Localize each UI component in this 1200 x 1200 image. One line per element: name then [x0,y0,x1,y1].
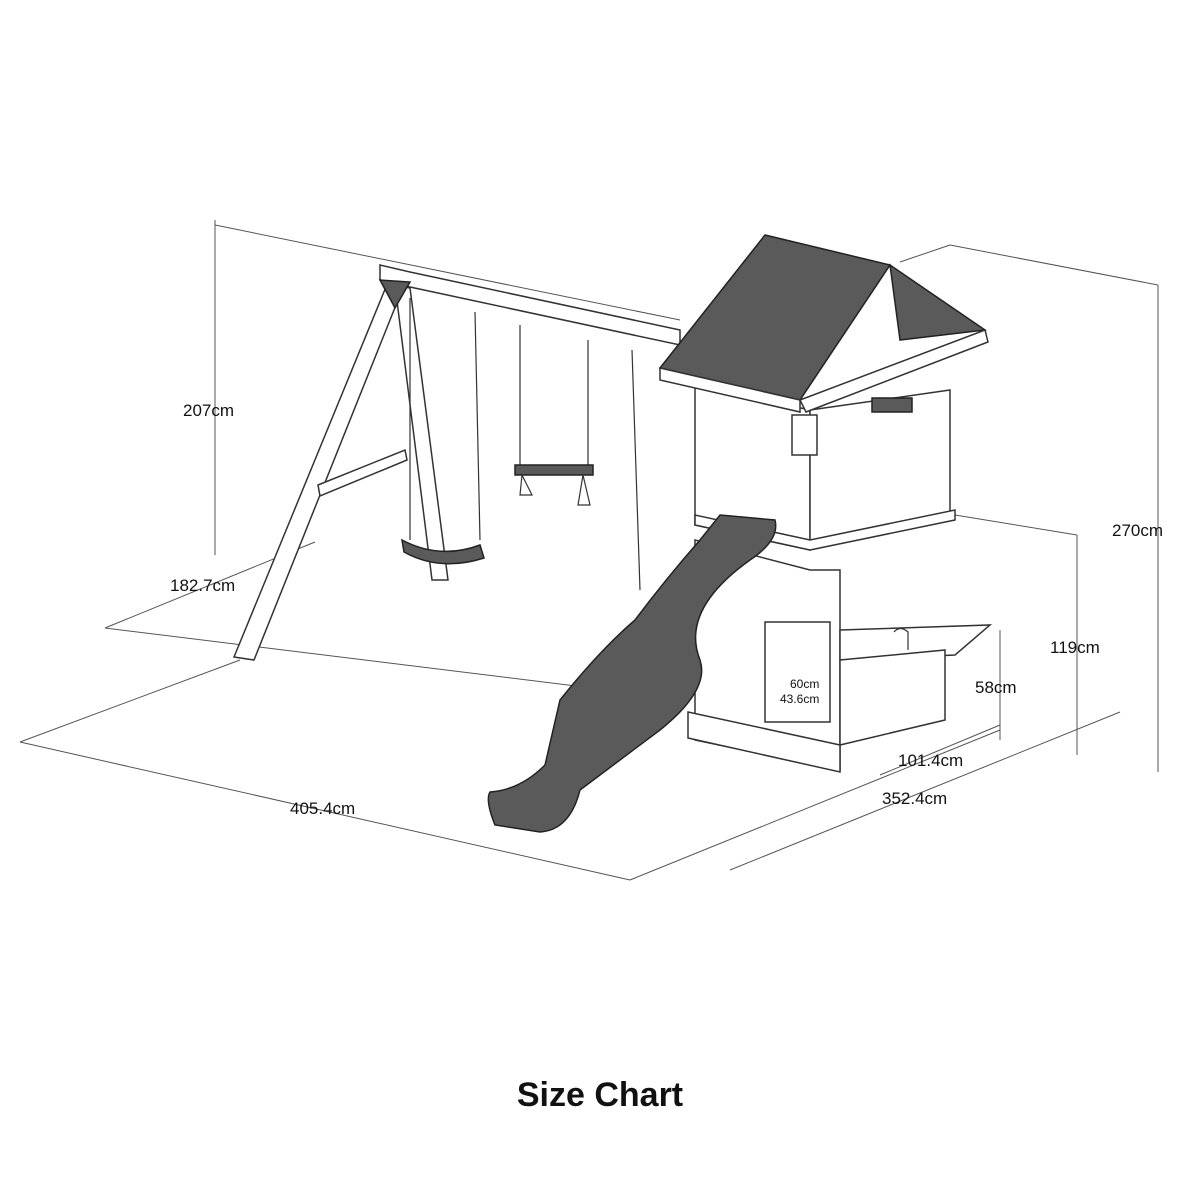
door-width-label: 43.6cm [780,692,819,706]
slide [487,514,777,833]
total-width-label: 352.4cm [882,789,947,808]
counter-height-label: 58cm [975,678,1017,697]
dimension-lines [19,220,1159,881]
page-title: Size Chart [516,1076,684,1114]
kitchen-width-label: 101.4cm [898,751,963,770]
swings [401,298,641,591]
door-height-label: 60cm [790,677,819,691]
swing-depth-label: 182.7cm [170,576,235,595]
tower [687,384,993,773]
swing-frame [232,264,681,661]
deck-height-label: 119cm [1050,638,1100,657]
dimension-labels: 207cm 182.7cm 405.4cm 352.4cm 101.4cm 58… [170,401,1163,818]
swing-height-label: 207cm [183,401,234,420]
total-length-label: 405.4cm [290,799,355,818]
total-height-label: 270cm [1112,521,1163,540]
roof [658,234,989,413]
